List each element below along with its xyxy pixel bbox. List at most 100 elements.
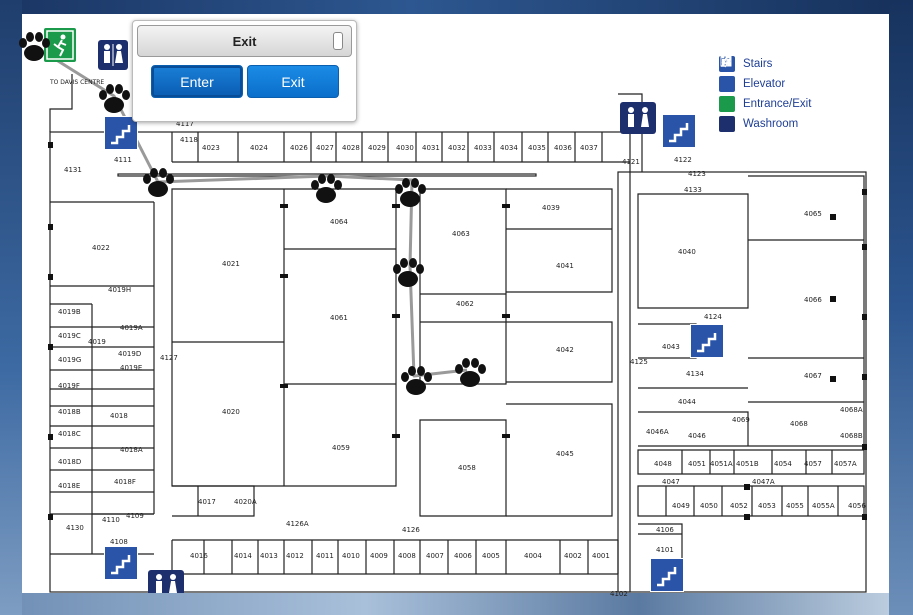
room-label: 4130: [66, 524, 84, 532]
legend-label: Washroom: [743, 118, 799, 130]
room-label: 4024: [250, 144, 268, 152]
room-label: 4106: [656, 526, 674, 534]
room-label: 4018C: [58, 430, 81, 438]
room-label: 4034: [500, 144, 518, 152]
room-label: 4021: [222, 260, 240, 268]
room-label: 4067: [804, 372, 822, 380]
room-label: 4055: [786, 502, 804, 510]
washroom-icon: [620, 102, 656, 134]
stairs-icon: [662, 114, 696, 148]
room-label: 4019F: [58, 382, 80, 390]
room-label: 4031: [422, 144, 440, 152]
entrance-exit-popup: Exit Enter Exit: [132, 20, 357, 122]
room-label: 4127: [160, 354, 178, 362]
room-label: 4048: [654, 460, 672, 468]
stairs-icon: [104, 116, 138, 150]
room-label: 4062: [456, 300, 474, 308]
room-label: 4047A: [752, 478, 775, 486]
room-label: 4039: [542, 204, 560, 212]
room-label: 4108: [110, 538, 128, 546]
room-label: 4122: [674, 156, 692, 164]
room-label: 4013: [260, 552, 278, 560]
room-label: 4019C: [58, 332, 81, 340]
room-label: 4027: [316, 144, 334, 152]
room-label: 4026: [290, 144, 308, 152]
washroom-icon: [98, 40, 128, 70]
room-label: 4030: [396, 144, 414, 152]
room-label: 4018F: [114, 478, 136, 486]
room-label: 4004: [524, 552, 542, 560]
room-label: 4008: [398, 552, 416, 560]
room-label: 4019A: [120, 324, 143, 332]
room-label: 4043: [662, 343, 680, 351]
room-label: 4042: [556, 346, 574, 354]
background-top: [0, 0, 913, 14]
room-label: 4069: [732, 416, 750, 424]
room-label: 4068A: [840, 406, 863, 414]
room-label: 4053: [758, 502, 776, 510]
room-label: 4001: [592, 552, 610, 560]
mode-select-value: Exit: [232, 33, 257, 49]
legend-label: Entrance/Exit: [743, 98, 812, 110]
room-label: 4007: [426, 552, 444, 560]
enter-button[interactable]: Enter: [151, 65, 243, 98]
room-label: 4051: [688, 460, 706, 468]
room-label: 4028: [342, 144, 360, 152]
room-label: 4102: [610, 590, 628, 598]
room-label: 4068B: [840, 432, 863, 440]
room-label: 4049: [672, 502, 690, 510]
room-label: 4018A: [120, 446, 143, 454]
room-label: 4131: [64, 166, 82, 174]
room-label: 4046: [688, 432, 706, 440]
washroom-icon: [719, 55, 735, 132]
legend-item-washroom: Washroom: [719, 55, 839, 134]
room-label: 4019: [88, 338, 106, 346]
room-label: 4019B: [58, 308, 81, 316]
background-right: [889, 0, 913, 615]
room-label: 4051B: [736, 460, 759, 468]
room-label: 4118: [180, 136, 198, 144]
room-label: 4063: [452, 230, 470, 238]
room-label: 4044: [678, 398, 696, 406]
room-label: 4121: [622, 158, 640, 166]
room-label: 4005: [482, 552, 500, 560]
room-label: 4111: [114, 156, 132, 164]
room-label: 4051A: [710, 460, 733, 468]
map-legend: Stairs Elevator Entrance/Exit Washroom: [719, 54, 839, 134]
room-label: 4018E: [58, 482, 80, 490]
stairs-icon: [690, 324, 724, 358]
room-label: 4017: [198, 498, 216, 506]
room-label: 4056: [848, 502, 866, 510]
room-label: 4057A: [834, 460, 857, 468]
room-label: 4110: [102, 516, 120, 524]
room-label: 4059: [332, 444, 350, 452]
room-label: 4020: [222, 408, 240, 416]
room-label: 4033: [474, 144, 492, 152]
exit-sign-icon: [44, 28, 76, 62]
mode-select[interactable]: Exit: [137, 25, 352, 57]
paw-print-icon: [306, 168, 346, 208]
room-label: 4061: [330, 314, 348, 322]
room-label: 4009: [370, 552, 388, 560]
room-label: 4066: [804, 296, 822, 304]
room-label: 4134: [686, 370, 704, 378]
paw-print-icon: [94, 78, 134, 118]
room-label: 4011: [316, 552, 334, 560]
room-label: 4019H: [108, 286, 131, 294]
room-label: 4018: [110, 412, 128, 420]
paw-print-icon: [138, 162, 178, 202]
paw-print-icon: [396, 360, 436, 400]
room-label: 4014: [234, 552, 252, 560]
select-handle-icon[interactable]: [333, 32, 343, 50]
map-note: TO DAVIS CENTRE: [49, 79, 104, 86]
exit-button[interactable]: Exit: [247, 65, 339, 98]
room-label: 4047: [662, 478, 680, 486]
room-label: 4055A: [812, 502, 835, 510]
room-label: 4068: [790, 420, 808, 428]
room-label: 4029: [368, 144, 386, 152]
room-label: 4065: [804, 210, 822, 218]
room-label: 4006: [454, 552, 472, 560]
elevator-icon: [719, 55, 735, 92]
legend-label: Elevator: [743, 78, 786, 90]
